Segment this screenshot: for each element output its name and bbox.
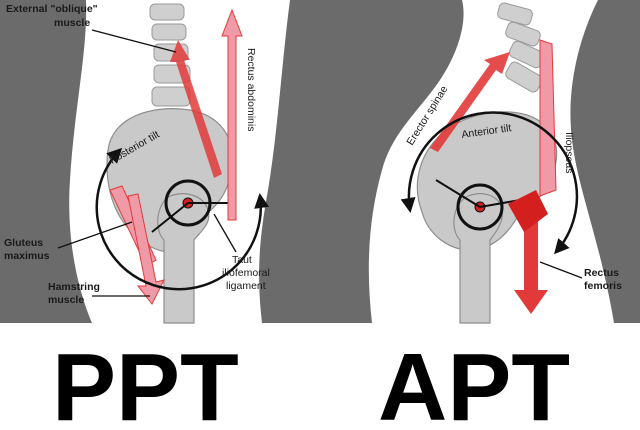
right-rotation-arc xyxy=(400,111,579,255)
label-hamstring-line1: Hamstring xyxy=(48,281,100,293)
label-gluteus-line2: maximus xyxy=(4,250,50,262)
left-panel xyxy=(0,0,320,324)
caption-ppt: PPT xyxy=(52,334,239,430)
label-taut-line2: iliofemoral xyxy=(222,267,270,279)
label-rectus-abdominis: Rectus abdominis xyxy=(245,48,257,131)
right-leader-line xyxy=(539,261,583,279)
rectus-femoris-arrow xyxy=(514,196,548,314)
label-iliopsoas: Iliopsoas xyxy=(563,132,575,173)
label-external-oblique-line1: External "oblique" xyxy=(6,3,98,15)
label-taut-line3: ligament xyxy=(226,280,266,292)
erector-spinae-arrow xyxy=(430,52,510,152)
caption-apt: APT xyxy=(378,334,570,430)
right-panel xyxy=(320,0,640,324)
iliopsoas-muscle xyxy=(539,39,557,197)
label-rectus-femoris-line2: femoris xyxy=(584,280,622,292)
external-oblique-arrow xyxy=(170,40,222,178)
right-spine xyxy=(497,2,545,93)
label-external-oblique-line2: muscle xyxy=(54,17,90,29)
left-rotation-arc xyxy=(95,147,270,291)
rectus-abdominis-arrow xyxy=(221,8,243,221)
label-gluteus-line1: Gluteus xyxy=(4,237,43,249)
label-hamstring-line2: muscle xyxy=(48,294,84,306)
label-rectus-femoris-line1: Rectus xyxy=(584,267,619,279)
label-taut-line1: Taut xyxy=(232,254,252,266)
left-leader-lines xyxy=(57,29,237,297)
